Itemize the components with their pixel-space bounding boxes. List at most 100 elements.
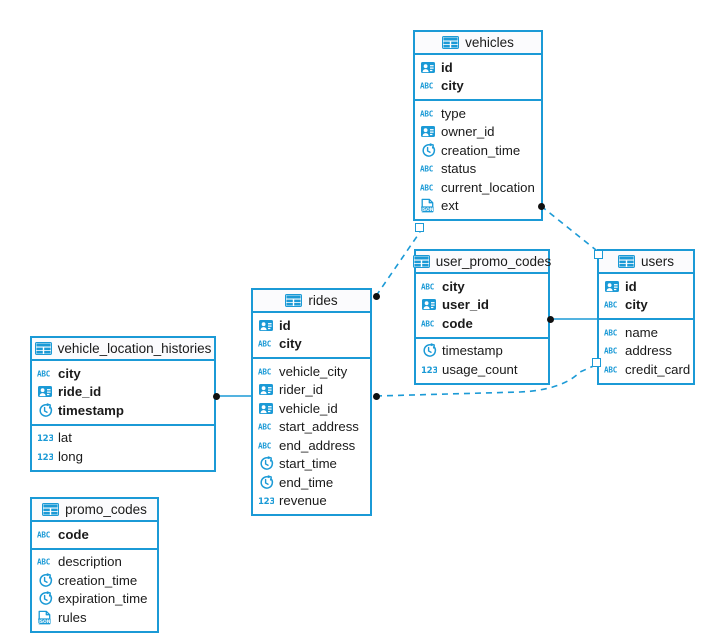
abc-text-icon: ABC <box>604 362 620 377</box>
svg-text:ABC: ABC <box>258 367 272 376</box>
table-grid-icon <box>42 503 60 516</box>
field-vehicles-id[interactable]: id <box>415 58 541 77</box>
abc-text-icon: ABC <box>604 297 620 312</box>
entity-title: users <box>640 253 674 269</box>
field-users-credit_card[interactable]: ABC credit_card <box>599 360 693 379</box>
svg-text:JSON: JSON <box>37 619 51 625</box>
svg-text:ABC: ABC <box>37 369 51 378</box>
field-rides-start_time[interactable]: start_time <box>253 455 370 474</box>
field-label: address <box>625 343 672 359</box>
relationship-vehicles-to-users[interactable] <box>540 205 602 255</box>
field-users-address[interactable]: ABC address <box>599 342 693 361</box>
field-label: end_address <box>279 437 356 453</box>
field-label: start_time <box>279 456 337 472</box>
edge-marker-m-users-topleft <box>594 250 603 259</box>
svg-text:123: 123 <box>37 434 53 444</box>
entity-title: user_promo_codes <box>435 253 552 269</box>
edge-marker-m-users-left <box>592 358 601 367</box>
field-vehicle_location_histories-ride_id[interactable]: ride_id <box>32 383 214 402</box>
field-rides-vehicle_id[interactable]: vehicle_id <box>253 399 370 418</box>
field-user_promo_codes-city[interactable]: ABC city <box>416 277 548 296</box>
field-label: ride_id <box>58 384 102 400</box>
entity-header-vehicle_location_histories[interactable]: vehicle_location_histories <box>32 338 214 361</box>
edge-marker-m-upc-right <box>547 316 554 323</box>
field-vehicles-creation_time[interactable]: creation_time <box>415 141 541 160</box>
abc-text-icon: ABC <box>258 336 274 351</box>
svg-text:ABC: ABC <box>421 282 435 291</box>
field-label: creation_time <box>441 142 521 158</box>
field-rides-rider_id[interactable]: rider_id <box>253 381 370 400</box>
field-promo_codes-creation_time[interactable]: creation_time <box>32 571 157 590</box>
entity-header-vehicles[interactable]: vehicles <box>415 32 541 55</box>
abc-text-icon: ABC <box>421 316 437 331</box>
json-doc-icon: JSON <box>420 198 436 213</box>
field-rides-id[interactable]: id <box>253 316 370 335</box>
field-label: expiration_time <box>58 591 148 607</box>
field-label: timestamp <box>58 402 124 418</box>
field-rides-end_time[interactable]: end_time <box>253 473 370 492</box>
field-user_promo_codes-timestamp[interactable]: timestamp <box>416 342 548 361</box>
field-label: city <box>442 278 465 294</box>
number-123-icon: 123 <box>421 362 437 377</box>
badge-id-icon <box>37 384 53 399</box>
field-rides-city[interactable]: ABC city <box>253 335 370 354</box>
abc-text-icon: ABC <box>604 343 620 358</box>
entity-header-rides[interactable]: rides <box>253 290 370 313</box>
table-grid-icon <box>285 294 303 307</box>
edge-marker-m-vehicles-bottom <box>415 223 424 232</box>
clock-icon <box>37 591 53 606</box>
entity-header-promo_codes[interactable]: promo_codes <box>32 499 157 522</box>
entity-title: promo_codes <box>65 501 147 517</box>
svg-text:ABC: ABC <box>420 109 434 118</box>
field-label: type <box>441 105 466 121</box>
badge-id-icon <box>604 279 620 294</box>
entity-header-user_promo_codes[interactable]: user_promo_codes <box>412 251 551 274</box>
field-user_promo_codes-user_id[interactable]: user_id <box>416 296 548 315</box>
field-label: city <box>279 336 302 352</box>
field-users-id[interactable]: id <box>599 277 693 296</box>
badge-id-icon <box>421 297 437 312</box>
entity-header-users[interactable]: users <box>599 251 693 274</box>
clock-icon <box>258 456 274 471</box>
field-label: id <box>441 59 453 75</box>
number-123-icon: 123 <box>37 430 53 445</box>
field-vehicles-owner_id[interactable]: owner_id <box>415 123 541 142</box>
field-promo_codes-expiration_time[interactable]: expiration_time <box>32 590 157 609</box>
field-vehicles-type[interactable]: ABC type <box>415 104 541 123</box>
badge-id-icon <box>420 60 436 75</box>
field-label: credit_card <box>625 361 691 377</box>
edge-marker-m-rides-mid <box>373 393 380 400</box>
field-vehicle_location_histories-timestamp[interactable]: timestamp <box>32 401 214 420</box>
abc-text-icon: ABC <box>421 279 437 294</box>
